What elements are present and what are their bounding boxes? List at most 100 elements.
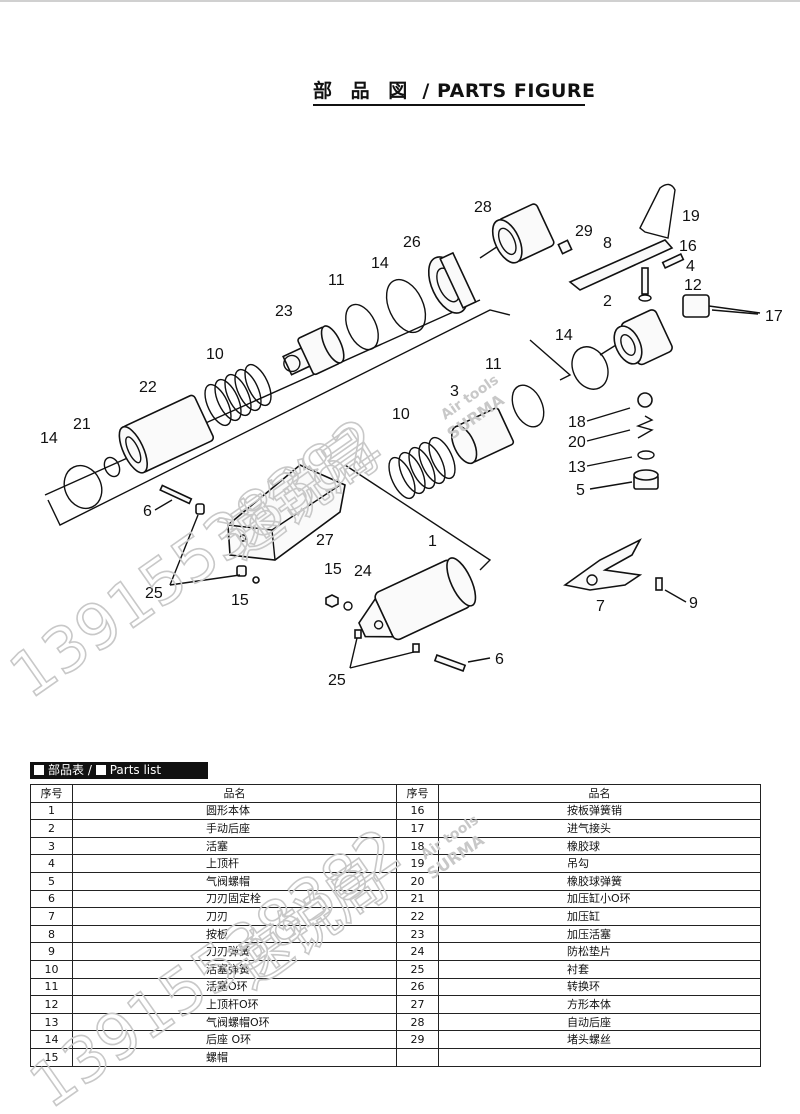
row-no-right: 22	[396, 907, 439, 926]
row-no-left: 4	[30, 854, 73, 873]
callout-25-upper: 25	[145, 585, 163, 602]
rubber-ball-18	[637, 392, 653, 408]
row-name-right: 自动后座	[438, 1012, 761, 1032]
callout-3: 3	[450, 383, 459, 400]
callout-28: 28	[474, 199, 492, 216]
callout-14-middle: 14	[371, 255, 389, 272]
row-no-left: 9	[30, 942, 73, 961]
row-name-left: 上顶杆	[72, 854, 397, 873]
callout-7: 7	[596, 598, 605, 615]
callout-14-left: 14	[40, 430, 58, 447]
bushing-25-lower	[236, 565, 247, 577]
row-name-right: 防松垫片	[438, 942, 761, 961]
row-name-right: 橡胶球弹簧	[438, 871, 761, 891]
row-no-left: 3	[30, 836, 73, 856]
row-no-right: 23	[396, 924, 439, 944]
col-no-left: 序号	[30, 784, 73, 803]
callout-21: 21	[73, 416, 91, 433]
parts-list-header-cn: 部品表	[48, 763, 85, 777]
callout-labels: 28 29 8 19 16 4 12 2 17 26 14 11 23 10 2…	[40, 199, 783, 689]
auto-rear-seat-28	[491, 203, 555, 264]
exploded-parts-diagram: 28 29 8 19 16 4 12 2 17 26 14 11 23 10 2…	[40, 183, 783, 689]
row-no-left: 15	[30, 1047, 73, 1067]
row-name-right: 加压活塞	[438, 924, 761, 944]
bushing-25-b	[412, 643, 420, 653]
parts-list-header-sep: /	[87, 763, 92, 777]
row-no-right: 21	[396, 889, 439, 909]
row-no-right: 25	[396, 959, 439, 979]
nut-15-lower	[325, 594, 339, 608]
callout-17: 17	[765, 308, 783, 325]
o-ring-11-lower	[511, 384, 545, 428]
bolt-6-upper	[159, 484, 193, 505]
callout-5: 5	[576, 482, 585, 499]
row-name-left: 按板	[72, 924, 397, 944]
row-name-right: 橡胶球	[438, 836, 761, 856]
o-ring-14-middle	[385, 278, 427, 334]
row-no-right: 24	[396, 942, 439, 961]
callout-11-lower: 11	[485, 356, 502, 373]
callout-14-right: 14	[555, 327, 573, 344]
row-name-left: 气阀螺帽	[72, 871, 397, 891]
row-name-right: 进气接头	[438, 819, 761, 838]
pin-16	[661, 252, 685, 270]
callout-27: 27	[316, 532, 334, 549]
callout-12: 12	[684, 277, 702, 294]
callout-29: 29	[575, 223, 593, 240]
callout-13: 13	[568, 459, 586, 476]
square-bullet-icon	[34, 765, 44, 775]
spring-10-upper	[204, 363, 272, 427]
round-body-1	[358, 557, 477, 641]
square-body-27	[227, 464, 346, 561]
callout-18: 18	[568, 414, 586, 431]
callout-24: 24	[354, 563, 372, 580]
callout-15-right: 15	[231, 592, 249, 609]
nut-15-small	[252, 576, 260, 584]
row-name-right: 衬套	[438, 959, 761, 979]
row-name-left: 上顶杆O环	[72, 995, 397, 1014]
cylinder-22	[118, 394, 215, 474]
parts-list-header: 部品表 / Parts list	[30, 762, 208, 779]
inlet-fitting-17	[682, 294, 761, 318]
row-no-right: 27	[396, 995, 439, 1014]
row-name-right: 转换环	[438, 977, 761, 997]
callout-20: 20	[568, 434, 586, 451]
col-no-right: 序号	[396, 784, 439, 803]
callout-10-upper: 10	[206, 346, 224, 363]
row-no-left: 5	[30, 871, 73, 891]
figure-title-en: PARTS FIGURE	[436, 80, 596, 102]
row-no-left: 2	[30, 819, 73, 838]
row-name-right: 方形本体	[438, 995, 761, 1014]
row-name-right: 按板弹簧销	[438, 801, 761, 821]
callout-9: 9	[689, 595, 698, 612]
blade-7	[563, 538, 643, 591]
row-name-left: 圆形本体	[72, 801, 397, 821]
bushing-25-a	[354, 629, 362, 639]
piston-3	[450, 407, 515, 465]
pressure-piston-23	[282, 325, 345, 376]
row-no-left: 14	[30, 1030, 73, 1049]
callout-8: 8	[603, 235, 612, 252]
row-no-right: 29	[396, 1030, 439, 1049]
row-name-left: 活塞O环	[72, 977, 397, 997]
row-no-left: 10	[30, 959, 73, 979]
callout-25-lower: 25	[328, 672, 346, 689]
row-name-right: 加压缸	[438, 907, 761, 926]
top-border-line	[0, 0, 800, 2]
row-name-right: 堵头螺丝	[438, 1030, 761, 1049]
callout-6-upper: 6	[143, 503, 152, 520]
callout-10-lower: 10	[392, 406, 410, 423]
row-name-left: 刀刃	[72, 907, 397, 926]
spring-10-lower	[388, 436, 456, 500]
row-no-right: 19	[396, 854, 439, 873]
row-no-left: 12	[30, 995, 73, 1014]
col-name-left: 品名	[72, 784, 397, 803]
